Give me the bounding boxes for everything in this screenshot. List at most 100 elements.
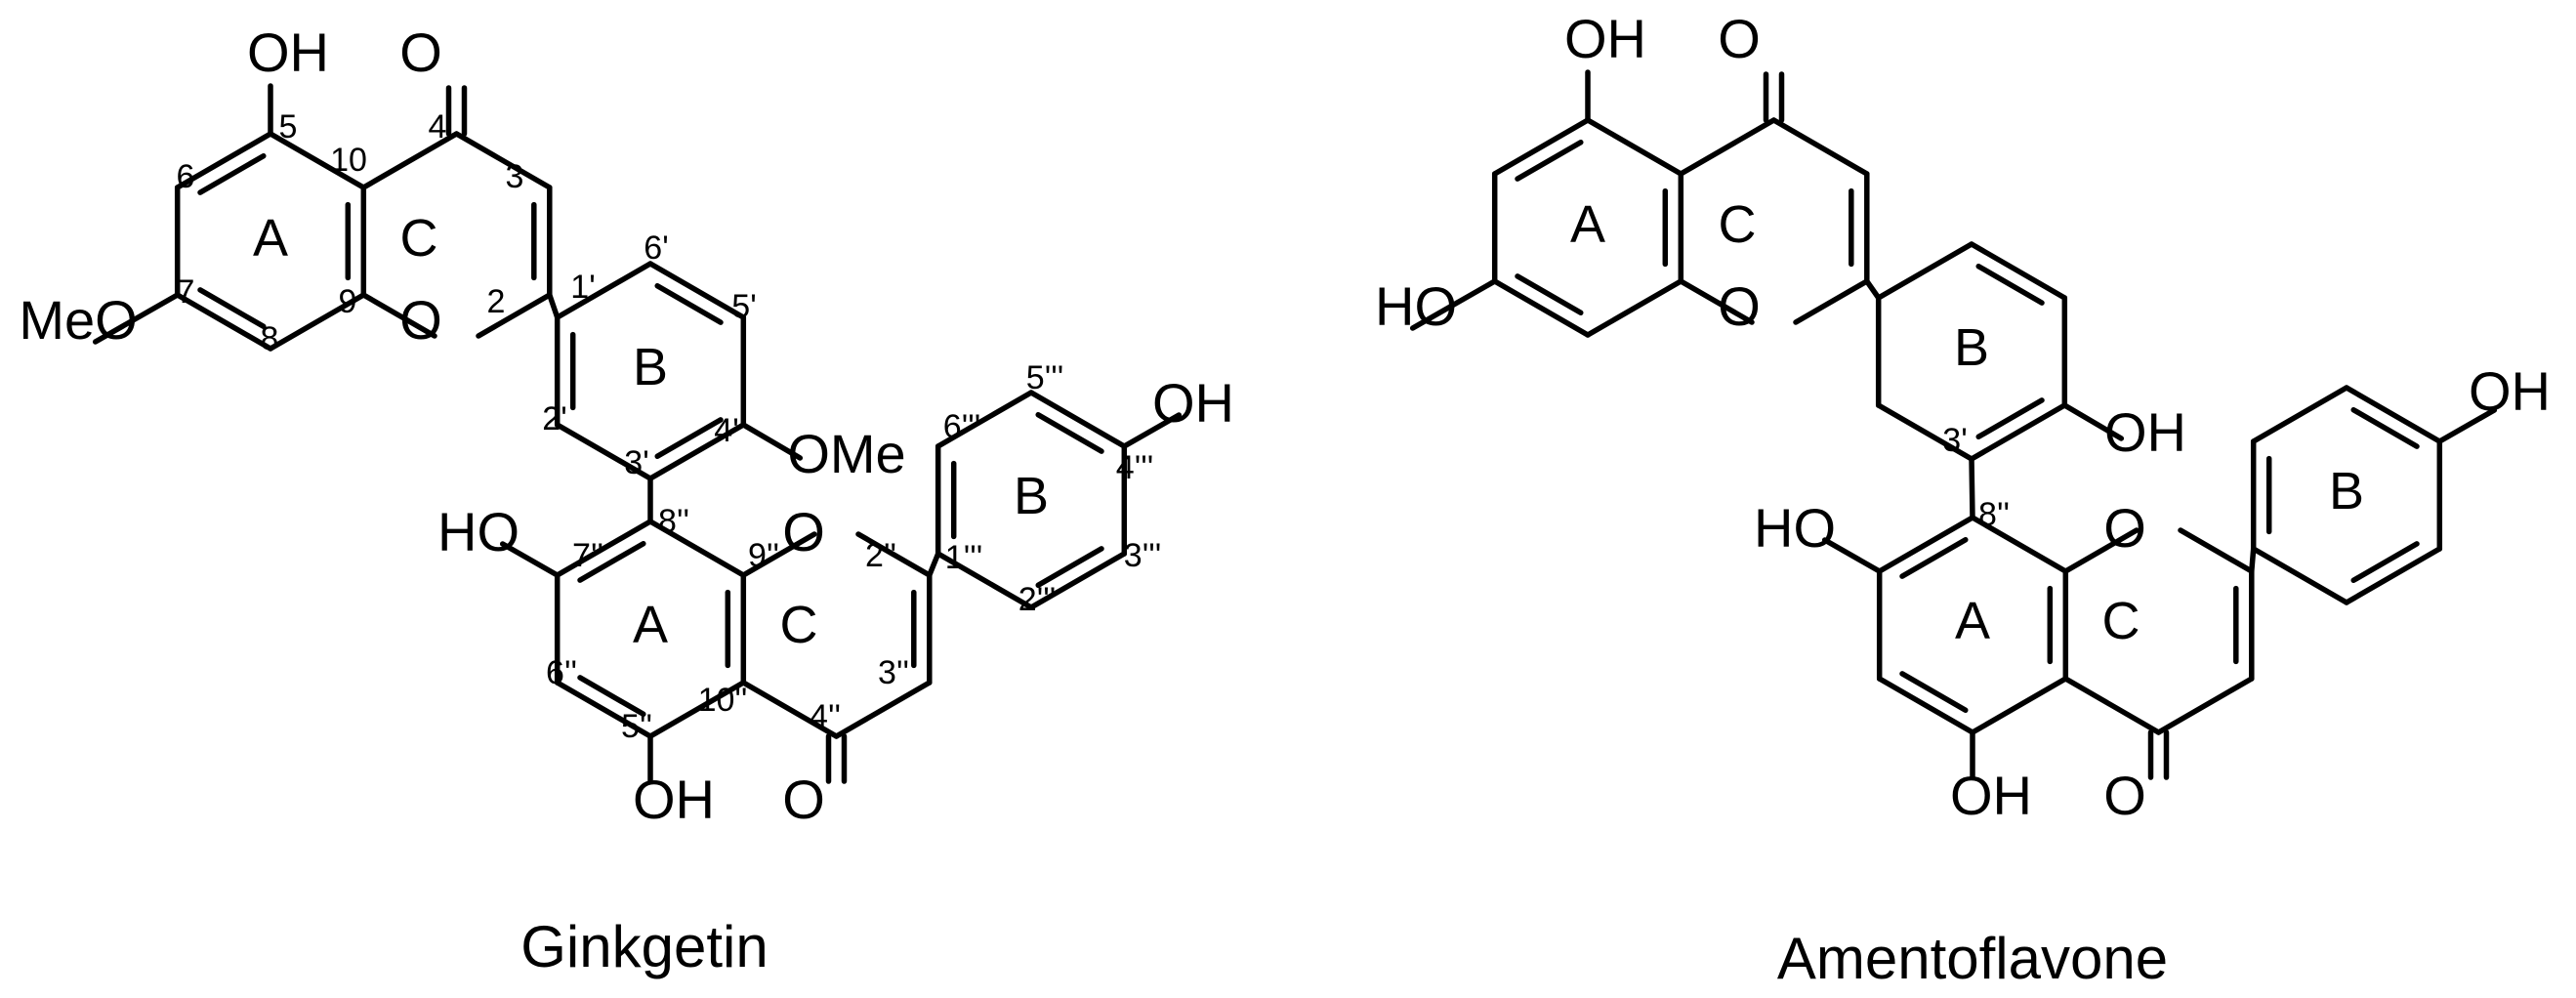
ginkgetin-ring-bppp-bond: [1028, 390, 1128, 449]
amentoflavone-ring-app-bond: [1876, 676, 1975, 735]
amentoflavone-ring-c-bond: [1770, 117, 1870, 177]
ginkgetin-1-ring-o-label: O: [399, 289, 442, 351]
ginkgetin-ring-a-bond: [174, 292, 273, 352]
amentoflavone-5-oh-label: OH: [1564, 8, 1646, 69]
bond-layer: [92, 69, 2498, 784]
amentoflavone-ring-app-bond: [1970, 515, 2069, 574]
amentoflavone-ring-bppp-label: B: [2329, 462, 2364, 520]
ginkgetin-locant: 4: [429, 108, 447, 146]
amentoflavone-ring-a-bond: [1585, 278, 1684, 338]
amentoflavone-1-ring-o-label: O: [1718, 275, 1761, 337]
ginkgetin-ring-bppp-label: B: [1014, 467, 1049, 525]
amentoflavone-ring-a-bond: [1585, 117, 1684, 177]
ginkgetin-locant: 2': [542, 400, 566, 437]
ginkgetin-ring-cpp-label: C: [780, 596, 818, 654]
ginkgetin-locant: 6''': [943, 408, 980, 445]
ginkgetin-locant: 5: [279, 108, 298, 146]
amentoflavone-ring-a-bond-inner: [1515, 273, 1584, 316]
amentoflavone-ring-b-label: B: [1954, 318, 1989, 377]
ginkgetin-ring-b-bond: [554, 422, 653, 481]
amentoflavone-ring-app-label: A: [1955, 592, 1990, 650]
amentoflavone-ring-bppp-bond: [2250, 385, 2349, 444]
ginkgetin-locant: 2: [487, 283, 506, 320]
ginkgetin-ring-cpp-bond: [740, 531, 817, 578]
ginkgetin-locant: 1''': [945, 539, 982, 576]
amentoflavone-ring-app-bond: [1970, 676, 2069, 735]
ginkgetin-structure: OH O MeO O OMe HO O OH O OH A C B A C B …: [19, 21, 1234, 979]
ginkgetin-locant: 3'': [878, 654, 909, 691]
amentoflavone-ring-a-bond: [1491, 117, 1591, 177]
amentoflavone-4p-oh-bond: [2061, 402, 2125, 441]
ginkgetin-ring-c-bond: [453, 131, 553, 190]
amentoflavone-ring-b-bond: [1969, 241, 2068, 301]
ginkgetin-locant: 5''': [1026, 359, 1063, 396]
ginkgetin-ring-a-bond: [174, 131, 273, 190]
amentoflavone-ring-cpp-bond: [2062, 676, 2162, 735]
ginkgetin-locant: 1': [570, 269, 595, 306]
ginkgetin-locant: 2'': [865, 537, 896, 574]
amentoflavone-1pp-ring-o-label: O: [2103, 497, 2146, 559]
amentoflavone-structure: OH O HO O OH HO O OH O OH A C B A C B 3'…: [1375, 8, 2551, 991]
ginkgetin-ring-b-bond: [647, 422, 747, 481]
amentoflavone-7pp-ho-label: HO: [1754, 497, 1836, 559]
ginkgetin-locant: 6': [644, 229, 668, 267]
ginkgetin-ring-cpp-bond: [740, 680, 840, 739]
ginkgetin-locant: 6: [177, 158, 195, 195]
ginkgetin-1pp-ring-o-label: O: [782, 501, 825, 562]
ginkgetin-locant: 9: [339, 283, 357, 320]
ginkgetin-locant: 9'': [748, 537, 779, 574]
ginkgetin-ring-bppp-bond: [935, 551, 1034, 610]
ginkgetin-ring-app-bond: [647, 680, 747, 739]
ginkgetin-ring-bppp-bond-inner: [1035, 546, 1104, 589]
ginkgetin-ring-app-label: A: [633, 596, 668, 654]
ginkgetin-locant: 3: [506, 158, 524, 195]
ginkgetin-ring-a-bond: [268, 292, 367, 352]
ginkgetin-2-1p-bond: [547, 292, 561, 320]
ginkgetin-locant: 5': [731, 288, 756, 325]
amentoflavone-ring-app-bond-inner: [1899, 671, 1969, 714]
ginkgetin-locant: 4'': [810, 698, 841, 735]
amentoflavone-locant: 8'': [1978, 496, 2010, 533]
ginkgetin-ring-cpp-bond: [833, 680, 933, 739]
ginkgetin-locant: 2''': [1018, 581, 1056, 618]
ginkgetin-4ppp-oh-bond: [1121, 412, 1183, 449]
amentoflavone-ring-a-bond: [1491, 278, 1591, 338]
amentoflavone-ring-a-label: A: [1570, 195, 1605, 254]
amentoflavone-ring-b-bond: [1875, 241, 1974, 301]
ginkgetin-locant: 4''': [1116, 449, 1153, 486]
amentoflavone-4ppp-oh-bond: [2436, 407, 2498, 444]
ginkgetin-ring-a-label: A: [253, 209, 288, 268]
ginkgetin-locant: 7: [177, 273, 195, 311]
amentoflavone-2pp-1ppp-bond: [2249, 546, 2257, 574]
ginkgetin-4-carbonyl-o-label: O: [399, 21, 442, 83]
ginkgetin-ring-b-bond-inner: [654, 282, 724, 325]
amentoflavone-ring-app-bond: [1876, 515, 1975, 574]
amentoflavone-ring-b-bond-inner: [1975, 397, 2045, 440]
ginkgetin-locant: 4': [714, 412, 738, 449]
ginkgetin-ring-app-bond-inner: [577, 540, 646, 583]
ginkgetin-ring-a-bond-inner: [197, 287, 267, 330]
amentoflavone-7pp-ho-bond: [1821, 537, 1883, 574]
ginkgetin-5pp-oh-label: OH: [633, 769, 715, 830]
ginkgetin-locant: 8'': [658, 503, 689, 540]
amentoflavone-7-ho-label: HO: [1375, 275, 1457, 337]
amentoflavone-ring-bppp-bond: [2250, 546, 2349, 605]
amentoflavone-ring-c-bond: [1678, 278, 1755, 325]
ginkgetin-ring-app-bond: [554, 680, 653, 739]
ginkgetin-locant: 5'': [621, 708, 652, 745]
ginkgetin-ring-app-bond-inner: [577, 675, 646, 718]
ginkgetin-5-oh-label: OH: [247, 21, 329, 83]
ginkgetin-ring-app-bond: [647, 519, 747, 578]
ginkgetin-locant: 10'': [698, 682, 748, 719]
amentoflavone-5pp-oh-label: OH: [1950, 765, 2032, 826]
amentoflavone-ring-c-bond: [1793, 278, 1870, 325]
amentoflavone-ring-c-label: C: [1719, 195, 1757, 254]
ginkgetin-ring-app-bond: [554, 519, 653, 578]
amentoflavone-3p-8pp-bond: [1969, 456, 1975, 520]
amentoflavone-4p-oh-label: OH: [2104, 401, 2186, 463]
ginkgetin-ring-bppp-bond: [1028, 551, 1128, 610]
ginkgetin-ring-c-bond: [360, 131, 460, 190]
amentoflavone-ring-cpp-label: C: [2102, 592, 2140, 650]
amentoflavone-ring-bppp-bond: [2344, 546, 2443, 605]
